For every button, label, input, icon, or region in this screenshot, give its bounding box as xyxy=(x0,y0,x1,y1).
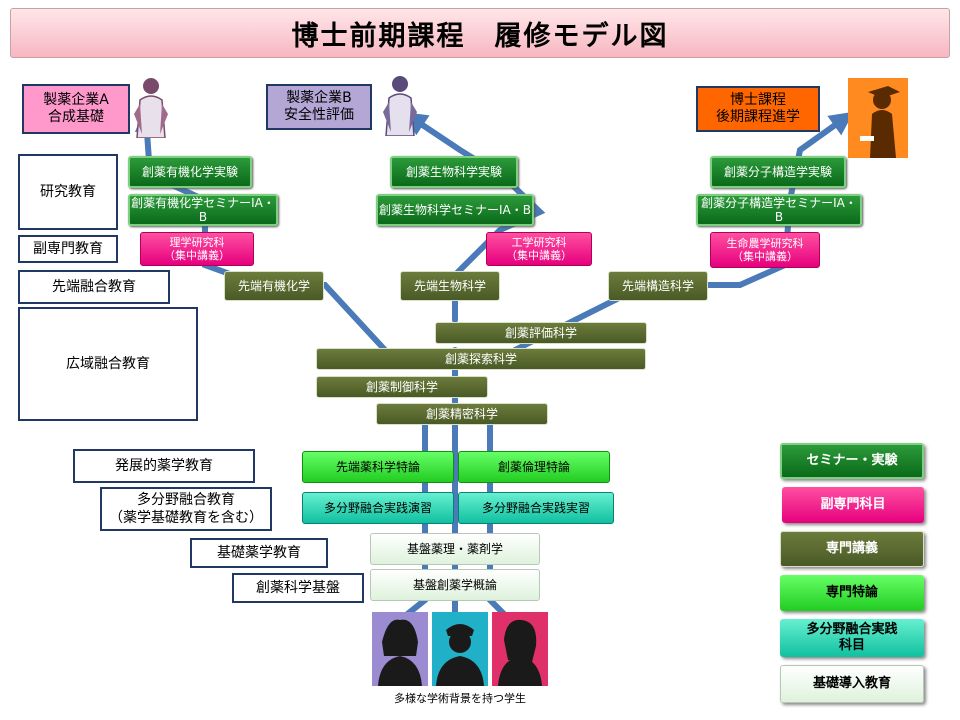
category-advanced-fusion: 先端融合教育 xyxy=(18,270,170,304)
legend-intro: 基礎導入教育 xyxy=(780,665,924,703)
category-broad-fusion: 広域融合教育 xyxy=(18,307,198,421)
category-multi-field-line2: （薬学基礎教育を含む） xyxy=(109,510,263,526)
node-control-science: 創薬制御科学 xyxy=(316,376,488,398)
node-organic-seminar: 創薬有機化学セミナーIA・B xyxy=(128,194,278,226)
student-woman-icon xyxy=(372,612,428,686)
node-engineering-graduate-line2: （集中講義） xyxy=(506,249,572,262)
node-bio-experiment: 創薬生物科学実験 xyxy=(390,156,518,188)
node-practice-training: 多分野融合実践実習 xyxy=(458,492,614,524)
node-organic-experiment: 創薬有機化学実験 xyxy=(128,156,252,188)
node-ethics-special: 創薬倫理特論 xyxy=(458,451,610,483)
node-advanced-organic: 先端有機化学 xyxy=(224,271,324,301)
legend-multi-line2: 科目 xyxy=(838,638,865,653)
legend-multi-line1: 多分野融合実践 xyxy=(806,621,898,637)
node-structure-experiment: 創薬分子構造学実験 xyxy=(710,156,846,188)
node-science-graduate: 理学研究科（集中講義） xyxy=(140,232,254,266)
node-agriculture-graduate-line2: （集中講義） xyxy=(732,250,798,263)
node-evaluation-science: 創薬評価科学 xyxy=(435,322,647,344)
page-title: 博士前期課程 履修モデル図 xyxy=(10,8,950,58)
category-foundation: 創薬科学基盤 xyxy=(232,573,364,603)
node-structure-seminar: 創薬分子構造学セミナーIA・B xyxy=(696,194,862,226)
goal-pharma-b-line2: 安全性評価 xyxy=(284,107,354,123)
node-engineering-graduate-line1: 工学研究科 xyxy=(511,235,567,249)
node-exploration-science: 創薬探索科学 xyxy=(316,348,646,370)
students-caption: 多様な学術背景を持つ学生 xyxy=(394,692,526,705)
student-woman-2-icon xyxy=(492,612,548,686)
node-precision-science: 創薬精密科学 xyxy=(376,403,548,425)
goal-doctoral-line1: 博士課程 xyxy=(730,91,786,108)
researcher-b-icon xyxy=(383,76,417,136)
goal-doctoral: 博士課程後期課程進学 xyxy=(696,86,820,132)
node-science-graduate-line1: 理学研究科 xyxy=(169,235,225,249)
node-agriculture-graduate: 生命農学研究科（集中講義） xyxy=(710,232,820,268)
node-engineering-graduate: 工学研究科（集中講義） xyxy=(486,232,592,266)
node-advanced-bio: 先端生物科学 xyxy=(400,271,500,301)
node-practice-exercise: 多分野融合実践演習 xyxy=(302,492,454,524)
researcher-a-icon xyxy=(134,78,168,138)
goal-pharma-b-line1: 製薬企業B xyxy=(286,89,352,106)
category-basic-pharma: 基礎薬学教育 xyxy=(190,538,328,568)
goal-doctoral-line2: 後期課程進学 xyxy=(716,109,800,125)
legend-seminar: セミナー・実験 xyxy=(780,443,924,479)
node-science-graduate-line2: （集中講義） xyxy=(164,249,230,262)
graduate-icon xyxy=(848,78,908,158)
category-developmental: 発展的薬学教育 xyxy=(73,449,255,483)
node-basic-drug-intro: 基盤創薬学概論 xyxy=(370,569,540,601)
category-multi-field: 多分野融合教育 （薬学基礎教育を含む） xyxy=(100,487,272,531)
legend-special: 専門特論 xyxy=(780,575,924,611)
node-agriculture-graduate-line1: 生命農学研究科 xyxy=(726,236,804,250)
category-sub-major: 副専門教育 xyxy=(18,235,118,263)
node-basic-pharmacology: 基盤薬理・薬剤学 xyxy=(370,533,540,565)
category-multi-field-line1: 多分野融合教育 xyxy=(137,491,235,508)
node-advanced-structure: 先端構造科学 xyxy=(608,271,708,301)
goal-pharma-a-line2: 合成基礎 xyxy=(47,109,104,125)
student-man-icon xyxy=(432,612,488,686)
legend-multi: 多分野融合実践科目 xyxy=(780,619,924,657)
node-bio-seminar: 創薬生物科学セミナーIA・B xyxy=(376,194,534,226)
goal-pharma-a-line1: 製薬企業A xyxy=(43,91,109,108)
legend-sub-subject: 副専門科目 xyxy=(782,487,924,523)
students-group xyxy=(372,612,548,686)
category-research: 研究教育 xyxy=(18,154,118,230)
node-advanced-pharma-special: 先端薬科学特論 xyxy=(302,451,454,483)
legend-lecture: 専門講義 xyxy=(780,531,924,567)
